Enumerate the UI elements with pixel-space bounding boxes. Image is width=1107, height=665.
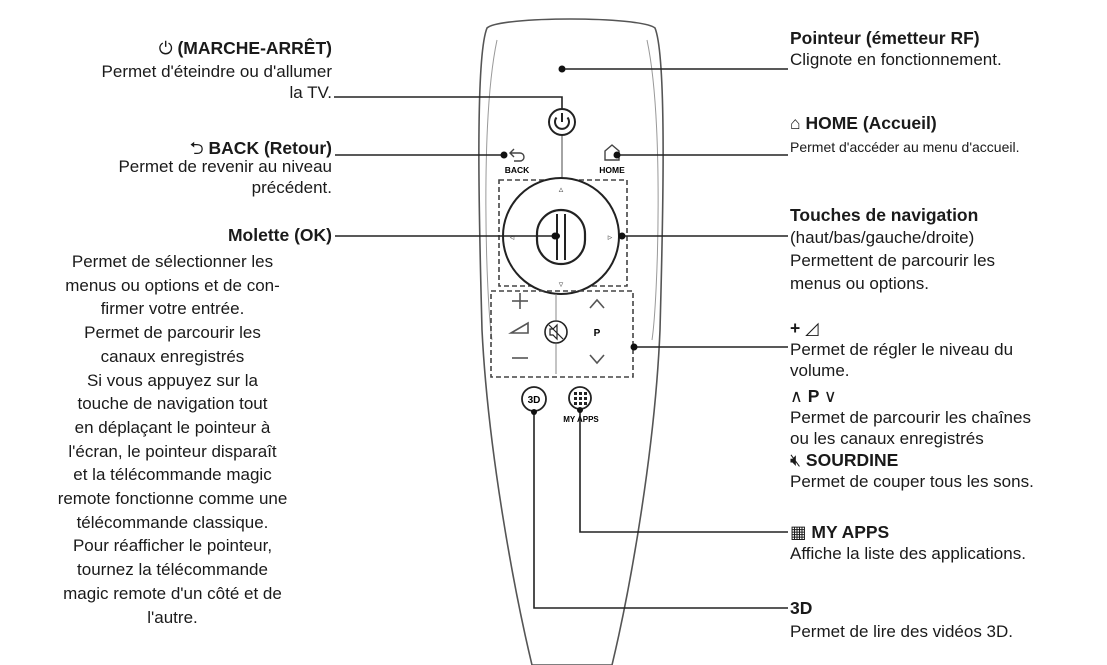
threed-desc: Permet de lire des vidéos 3D.: [790, 622, 1013, 641]
volume-rocker: [508, 293, 529, 359]
channel-desc: Permet de parcourir les chaînes ou les c…: [790, 408, 1031, 448]
threed-callout: 3D Permet de lire des vidéos 3D.: [790, 598, 1107, 642]
svg-text:▵: ▵: [559, 184, 564, 194]
back-desc: Permet de revenir au niveau précédent.: [118, 157, 332, 197]
channel-rocker: [589, 298, 605, 365]
vol-ch-zone: [490, 290, 634, 378]
power-desc: Permet d'éteindre ou d'allumer la TV.: [101, 62, 332, 102]
power-title: ⏻ (MARCHE-ARRÊT): [158, 38, 332, 58]
wheel-desc: Permet de sélectionner les menus ou opti…: [57, 252, 288, 627]
leader-lines: [334, 68, 788, 609]
back-callout: ⮌ BACK (Retour) Permet de revenir au niv…: [0, 138, 332, 198]
back-arrow-icon: ⮌: [189, 138, 204, 158]
nav-callout: Touches de navigation (haut/bas/gauche/d…: [790, 205, 1107, 295]
home-desc: Permet d'accéder au menu d'accueil.: [790, 139, 1020, 155]
wheel-callout: Molette (OK): [0, 225, 332, 246]
volume-callout: + ◿ Permet de régler le niveau du volume…: [790, 318, 1107, 381]
home-title: ⌂ HOME (Accueil): [790, 113, 937, 133]
back-button-label: BACK: [505, 165, 530, 175]
channel-title: ∧ P ∨: [790, 386, 837, 406]
channel-p-label: P: [594, 328, 601, 339]
mute-desc: Permet de couper tous les sons.: [790, 472, 1034, 491]
myapps-title: ▦ MY APPS: [790, 522, 890, 542]
chevron-down-icon: ∨: [823, 386, 837, 406]
volume-icon: ◿: [805, 318, 819, 338]
volume-desc: Permet de régler le niveau du volume.: [790, 340, 1014, 380]
myapps-button-label: MY APPS: [563, 415, 599, 424]
chevron-up-icon: ∧: [790, 386, 803, 406]
nav-desc: (haut/bas/gauche/droite) Permettent de p…: [790, 228, 996, 293]
threed-title: 3D: [790, 598, 813, 618]
mute-button: [544, 320, 568, 344]
ok-wheel: [535, 208, 587, 266]
grid-icon: ▦: [790, 522, 807, 542]
myapps-button: [568, 386, 592, 410]
pointer-title: Pointeur (émetteur RF): [790, 28, 980, 48]
svg-text:▿: ▿: [559, 279, 564, 289]
home-callout: ⌂ HOME (Accueil) Permet d'accéder au men…: [790, 113, 1107, 157]
home-icon: ⌂: [790, 113, 801, 133]
wheel-title: Molette (OK): [227, 225, 332, 245]
threed-button-label: 3D: [528, 395, 541, 406]
pointer-callout: Pointeur (émetteur RF) Clignote en fonct…: [790, 28, 1107, 70]
myapps-callout: ▦ MY APPS Affiche la liste des applicati…: [790, 522, 1107, 564]
myapps-desc: Affiche la liste des applications.: [790, 544, 1026, 563]
power-callout: ⏻ (MARCHE-ARRÊT) Permet d'éteindre ou d'…: [0, 38, 332, 103]
pointer-emitter: [558, 65, 566, 73]
mute-title: 🔇︎ SOURDINE: [790, 450, 899, 470]
home-button-label: HOME: [599, 165, 625, 175]
svg-text:◃: ◃: [510, 232, 515, 242]
mute-icon: 🔇︎: [790, 450, 802, 470]
power-button: [548, 108, 576, 136]
back-button: [509, 148, 525, 162]
power-icon: ⏻: [158, 38, 173, 58]
pointer-desc: Clignote en fonctionnement.: [790, 50, 1002, 69]
back-title: ⮌ BACK (Retour): [189, 138, 332, 158]
mute-callout: 🔇︎ SOURDINE Permet de couper tous les so…: [790, 450, 1107, 492]
volume-title: + ◿: [790, 318, 819, 338]
nav-title: Touches de navigation: [790, 205, 979, 225]
channel-callout: ∧ P ∨ Permet de parcourir les chaînes ou…: [790, 386, 1107, 449]
svg-text:▹: ▹: [608, 232, 613, 242]
